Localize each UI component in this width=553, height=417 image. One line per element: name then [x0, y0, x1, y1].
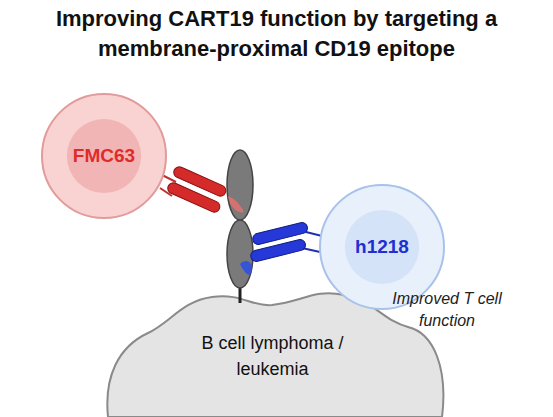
- h1218-car: [250, 221, 322, 262]
- h1218-epitope: [240, 261, 252, 275]
- scfv-domain: [166, 181, 222, 214]
- fmc63-epitope: [228, 196, 244, 212]
- cell-body: [107, 293, 443, 417]
- scfv-domain: [250, 238, 307, 262]
- annotation-note: Improved T cell function: [382, 288, 512, 332]
- figure-title: Improving CART19 function by targeting a…: [20, 4, 533, 64]
- cd19-distal-domain: [227, 150, 253, 220]
- car-t-cell: FMC63: [40, 92, 168, 220]
- cell-name: FMC63: [40, 145, 168, 167]
- cd19-proximal-domain: [227, 220, 253, 288]
- car-hinge: [306, 232, 322, 236]
- cell-name: h1218: [318, 236, 446, 258]
- fmc63-car: [160, 165, 228, 214]
- cell-label: B cell lymphoma / leukemia: [100, 330, 445, 382]
